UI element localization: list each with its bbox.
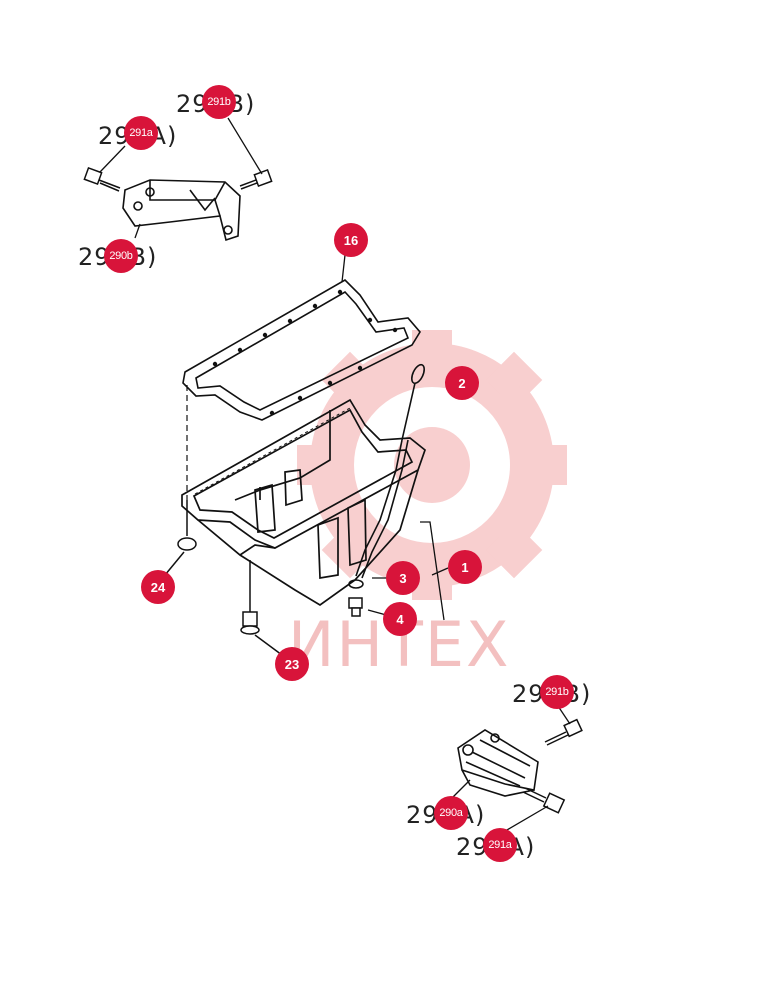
- callout-4[interactable]: 4: [383, 602, 417, 636]
- bolt-bottom-top: [544, 718, 583, 746]
- callout-291a-bottom[interactable]: 291a: [483, 828, 517, 862]
- callout-291b-bottom[interactable]: 291b: [540, 675, 574, 709]
- callout-291b-top[interactable]: 291b: [202, 85, 236, 119]
- bottom-bracket: [457, 729, 539, 797]
- bolt-top-right: [239, 169, 273, 190]
- bolt-top-left: [83, 167, 121, 192]
- oil-pan: [181, 398, 427, 607]
- drain-plug: [348, 597, 363, 617]
- top-bracket: [122, 179, 241, 242]
- callout-1[interactable]: 1: [448, 550, 482, 584]
- leader-lines-top: [99, 117, 263, 239]
- callout-16[interactable]: 16: [334, 223, 368, 257]
- bolt-23: [240, 560, 283, 656]
- callout-24[interactable]: 24: [141, 570, 175, 604]
- callout-290b-top[interactable]: 290b: [104, 239, 138, 273]
- callout-290a-bottom[interactable]: 290a: [434, 796, 468, 830]
- drain-washer: [348, 579, 364, 589]
- nut-24: [164, 500, 197, 576]
- oil-pan-gasket: [182, 279, 421, 421]
- bolt-bottom-lower: [522, 787, 566, 814]
- callout-2[interactable]: 2: [445, 366, 479, 400]
- callout-23[interactable]: 23: [275, 647, 309, 681]
- callout-3[interactable]: 3: [386, 561, 420, 595]
- callout-291a-top[interactable]: 291a: [124, 116, 158, 150]
- dipstick: [355, 363, 425, 579]
